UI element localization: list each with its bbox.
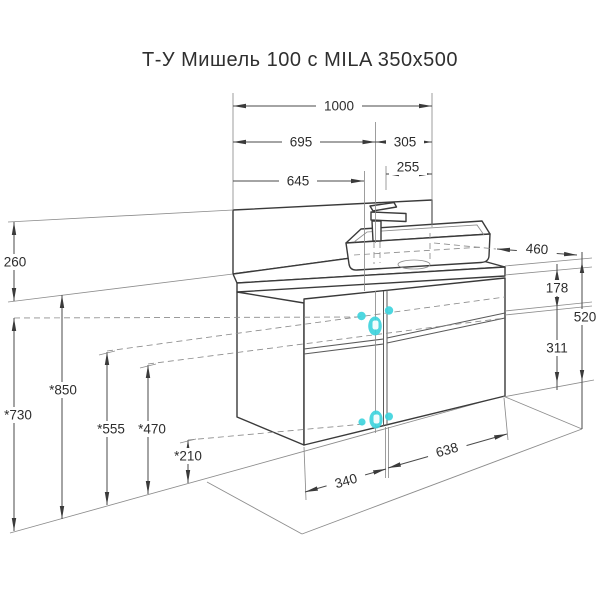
drain-line-730 [13,316,363,319]
dim-label-645: 645 [287,174,310,189]
floor-lines [9,395,583,535]
lower-drain-dot-small-left [358,418,366,426]
lower-drain-dot-small-right [385,412,393,421]
dim-label-555: *555 [97,422,125,437]
faucet-spout [370,211,407,223]
ext-bottom-right [503,397,509,441]
upper-drain-dot-small-right [384,306,394,315]
cabinet-front-face [303,277,506,446]
dim-label-255: 255 [397,160,420,175]
dim-label-520: 520 [574,310,597,325]
dim-label-850: *850 [49,383,77,398]
wall-floor-line [9,395,504,534]
arrow-311-bottom [554,372,560,383]
depth-leader-dash [433,242,497,250]
right-drawer-split-lower [386,317,506,344]
ext-counter-top [7,273,234,303]
faucet-column [371,220,382,242]
arrow-520-bottom [579,370,585,381]
plumbing-markers [357,306,394,429]
dim-label-260: 260 [4,255,27,270]
sink-inner-rim [353,224,485,243]
tick-470 [139,363,157,369]
vanity-cabinet [236,277,506,446]
dim-label-460: 460 [525,241,549,258]
ext-split-right-a [504,301,593,312]
lower-drain-dot-cutout [373,414,380,424]
drain-line-555 [106,296,506,352]
arrow-520-top [579,262,585,273]
right-dimensions: 460 178 520 311 [496,239,600,429]
upper-drain-dot-small-left [357,311,366,321]
dim-label-1000: 1000 [324,99,354,114]
dim-label-638: 638 [434,440,460,461]
countertop-front-edge [236,266,506,293]
top-dimensions: 1000 695 305 645 255 [232,93,433,227]
vessel-sink [345,220,491,271]
left-drawer-split-upper [303,338,384,350]
page-title: Т-У Мишель 100 с MILA 350x500 [142,49,458,71]
floor-front-line [301,428,583,535]
faucet-lever [369,201,398,212]
dim-label-470: *470 [138,422,166,437]
faucet [369,201,407,242]
arrow-178-bottom [554,297,560,308]
sink-body [345,233,491,271]
tick-210 [179,438,197,444]
ext-counter-bottom-right [504,266,593,276]
cabinet-left-side [236,291,305,446]
ext-cabinet-bottom-right [502,379,595,398]
dim-label-178: 178 [546,281,569,296]
left-drawer-split-lower [303,343,384,355]
sink-drain [397,259,431,270]
ext-counter-top-right [504,257,593,267]
ext-split-right-b [504,305,593,316]
ext-backsplash-top [7,209,234,223]
arrow-178-top [554,269,560,280]
dim-label-730: *730 [4,408,32,423]
dim-label-305: 305 [394,135,417,150]
tick-555 [98,350,116,356]
sink-basin-hidden-edge [353,246,484,256]
dim-label-340: 340 [333,471,359,492]
upper-drain-dot-cutout [372,320,379,330]
dim-label-311: 311 [546,341,568,356]
floor-left-depth-line [206,481,303,535]
bottom-dimensions: 340 638 [303,397,509,501]
dim-label-210: *210 [174,449,202,464]
left-dimensions: 260 *850 *730 *555 *470 *210 [0,209,234,531]
dim-label-695: 695 [290,135,313,150]
floor-right-depth-line [502,395,583,430]
